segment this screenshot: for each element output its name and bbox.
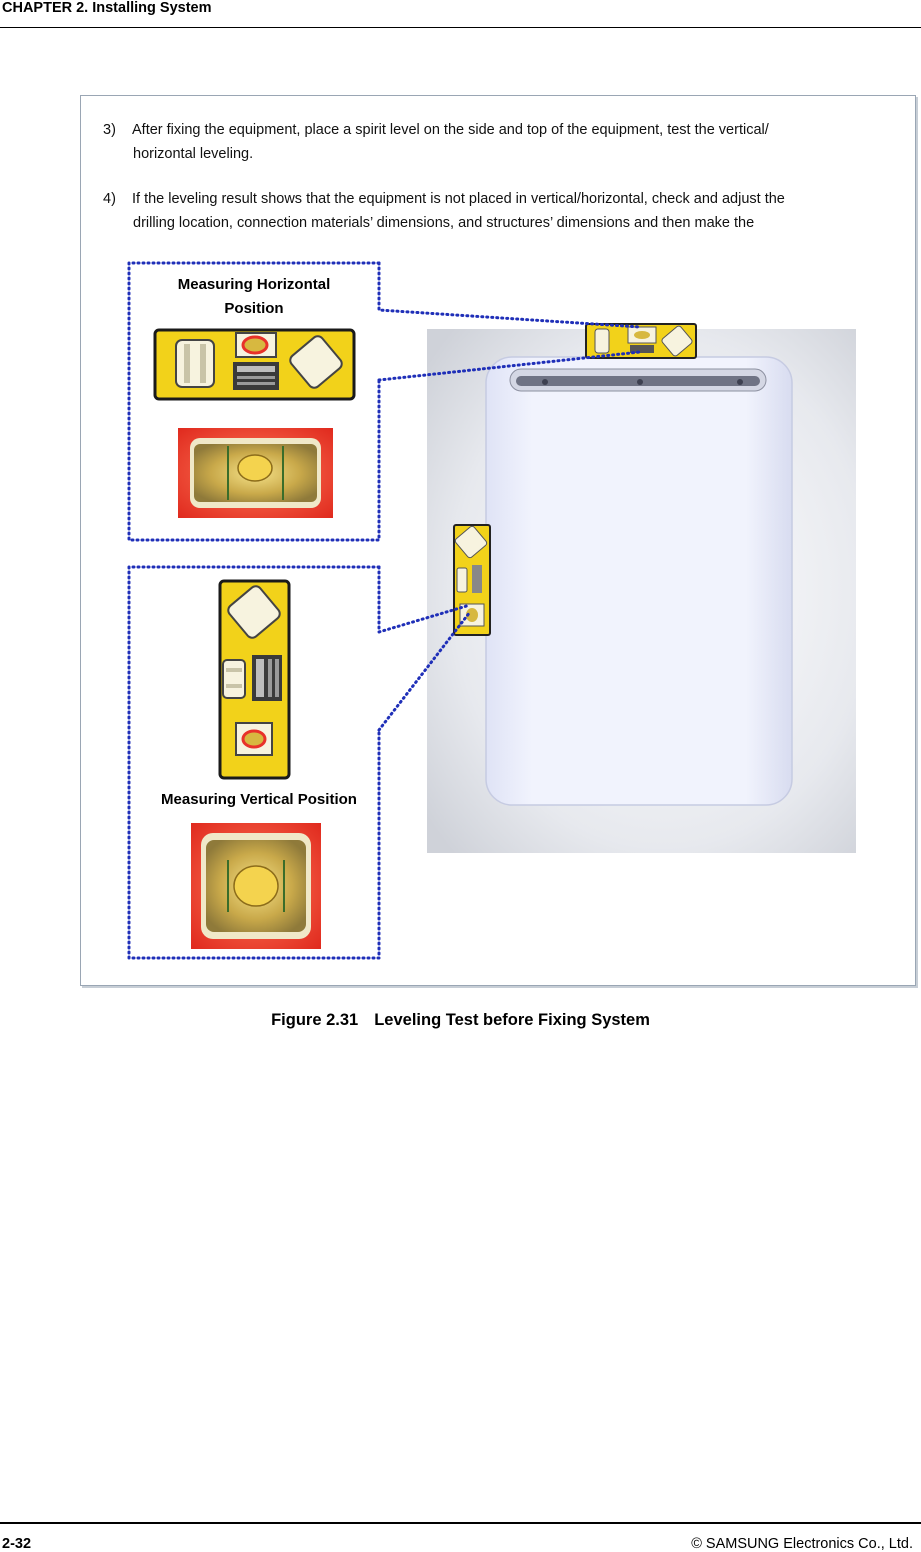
page-number: 2-32 <box>2 1536 31 1552</box>
copyright-notice: © SAMSUNG Electronics Co., Ltd. <box>691 1536 913 1552</box>
caption-number: Figure 2.31 <box>271 1011 358 1029</box>
horizontal-label-line1: Measuring Horizontal <box>129 273 379 297</box>
vertical-bubble-closeup <box>191 823 321 949</box>
top-spirit-level <box>586 324 696 358</box>
figure-caption: Figure 2.31 Leveling Test before Fixing S… <box>0 1011 921 1030</box>
side-spirit-level <box>454 525 490 635</box>
large-vertical-level <box>220 581 289 778</box>
horizontal-position-label: Measuring Horizontal Position <box>129 273 379 321</box>
horizontal-bubble-closeup <box>178 428 333 518</box>
footer-divider <box>0 1522 921 1524</box>
vertical-position-label: Measuring Vertical Position <box>129 788 389 812</box>
equipment-photo <box>427 329 856 853</box>
horizontal-label-line2: Position <box>129 297 379 321</box>
caption-title: Leveling Test before Fixing System <box>374 1011 650 1029</box>
large-horizontal-level <box>155 330 354 399</box>
